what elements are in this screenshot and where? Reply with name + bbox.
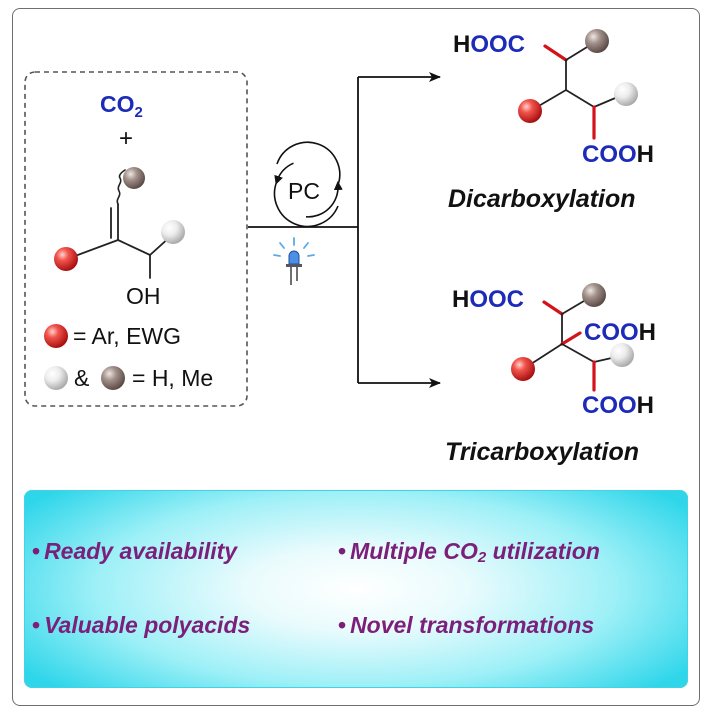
dicarboxylation-label: Dicarboxylation — [448, 185, 636, 213]
red-ball-tri — [511, 357, 535, 381]
feature-valuable-polyacids: •Valuable polyacids — [32, 612, 251, 638]
cooh-label-tri-2: COOH — [582, 392, 654, 419]
brown-ball-tri — [582, 283, 606, 307]
legend-ar-ewg: = Ar, EWG — [73, 323, 181, 349]
reaction-arrows — [248, 72, 441, 388]
dicarboxylation-product: HOOC COOH — [453, 29, 654, 168]
features-panel: •Ready availability •Multiple CO2 utiliz… — [24, 490, 688, 688]
white-ball-legend — [44, 366, 68, 390]
white-ball-substrate — [161, 220, 185, 244]
red-ball-substrate — [54, 247, 78, 271]
white-ball-tri — [610, 343, 634, 367]
tricarboxylation-product: HOOC COOH COOH — [452, 283, 656, 419]
substrate-bonds — [74, 169, 172, 279]
substrate-box — [24, 71, 248, 407]
pc-cycle-icon — [273, 141, 343, 228]
white-ball-di — [614, 82, 638, 106]
brown-ball-substrate — [123, 167, 145, 189]
legend-ampersand: & — [74, 365, 89, 391]
cooh-label-tri-1: COOH — [584, 319, 656, 346]
led-light-icon — [273, 237, 315, 285]
brown-ball-legend — [101, 366, 125, 390]
hooc-label-di: HOOC — [453, 31, 525, 58]
feature-novel-transformations: •Novel transformations — [338, 612, 595, 638]
cooh-label-di: COOH — [582, 141, 654, 168]
co2-label: CO2 — [100, 91, 143, 121]
tricarboxylation-label: Tricarboxylation — [445, 438, 639, 466]
red-ball-di — [518, 99, 542, 123]
pc-label: PC — [288, 178, 320, 204]
brown-ball-di — [585, 29, 609, 53]
legend-h-me: = H, Me — [132, 365, 213, 391]
feature-ready-availability: •Ready availability — [32, 538, 238, 564]
oh-label: OH — [126, 283, 161, 309]
red-ball-legend — [44, 324, 68, 348]
plus-sign: + — [119, 125, 133, 152]
feature-multiple-co2: •Multiple CO2 utilization — [338, 538, 600, 566]
hooc-label-tri: HOOC — [452, 286, 524, 313]
